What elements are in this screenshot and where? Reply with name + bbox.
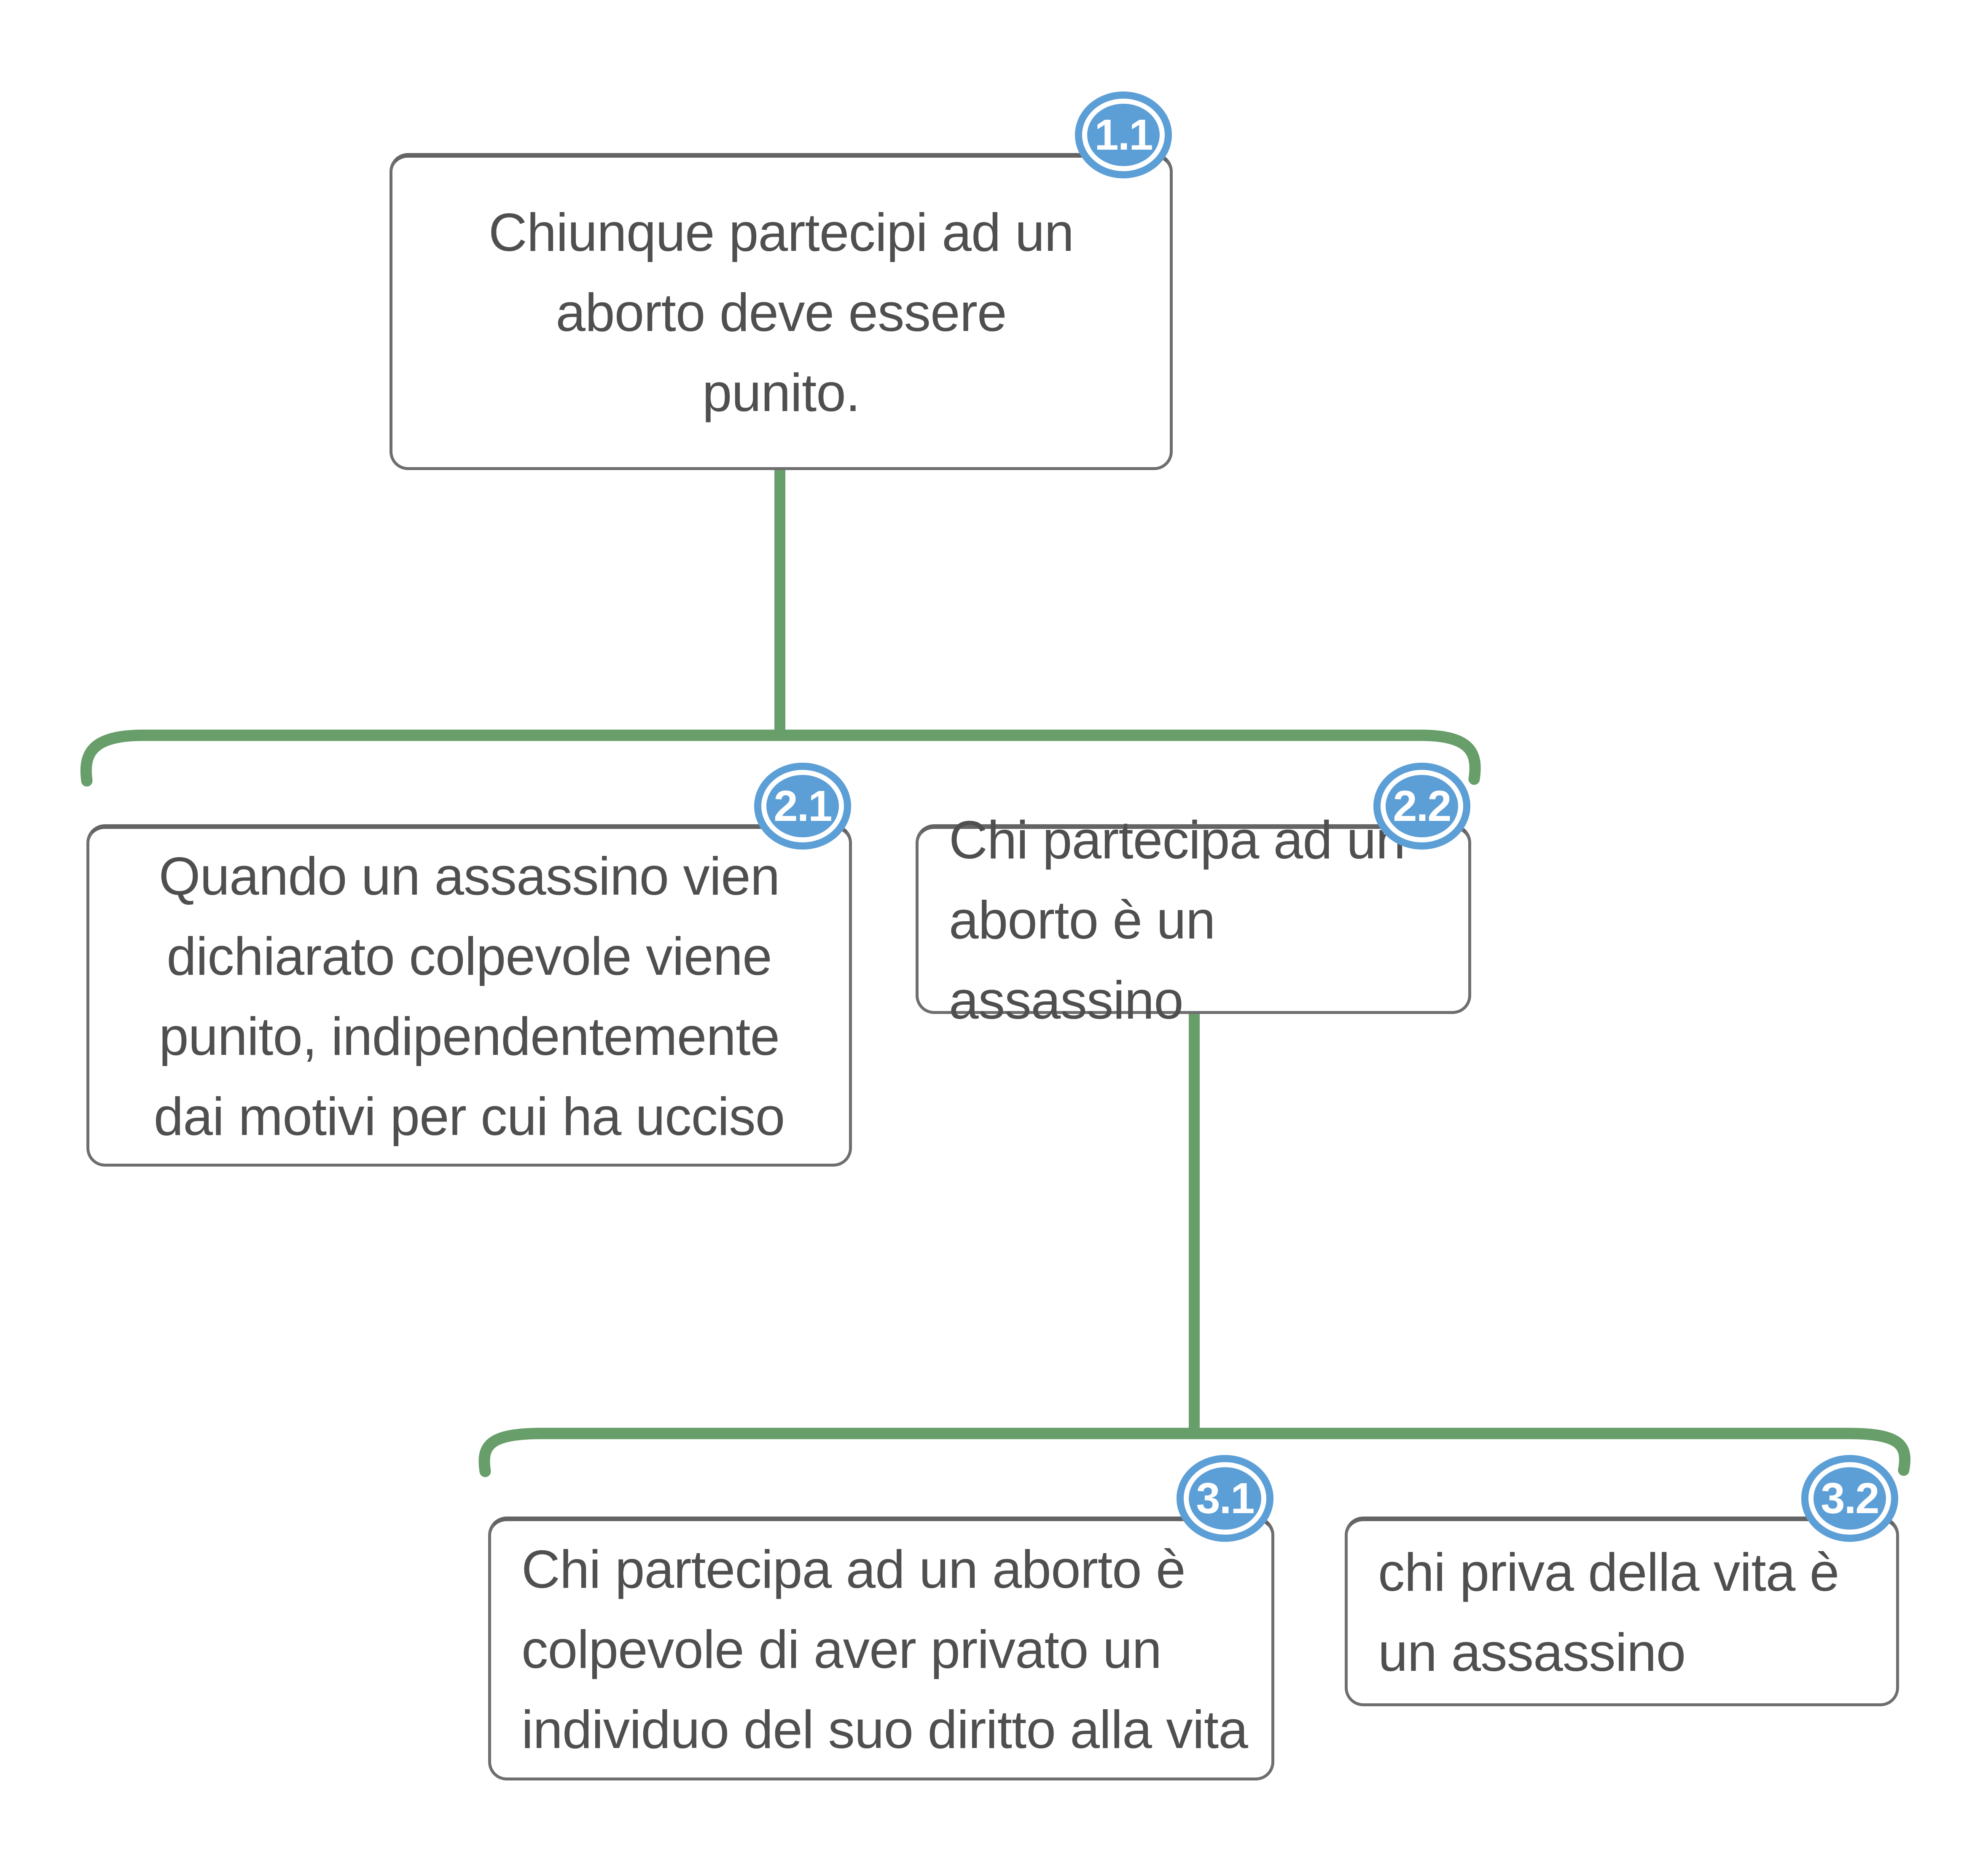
node-badge-3-1[interactable]: 3.1 — [1177, 1455, 1273, 1542]
text-line: aborto è un assassino — [949, 890, 1216, 1030]
text-line: Quando un assassino vien — [159, 846, 780, 906]
node-box-3-2[interactable]: 3.2 chi priva della vita è un assassino — [1345, 1455, 1899, 1706]
text-line: chi priva della vita è — [1378, 1542, 1839, 1602]
text-line: dichiarato colpevole viene — [167, 926, 772, 986]
node-badge-2-2[interactable]: 2.2 — [1373, 763, 1470, 850]
node-badge-2-1[interactable]: 2.1 — [754, 763, 851, 850]
text-line: colpevole di aver privato un — [521, 1619, 1162, 1679]
node-text-2-2: Chi partecipa ad un aborto è un assassin… — [919, 800, 1468, 1040]
node-box-2-2[interactable]: 2.2 Chi partecipa ad un aborto è un assa… — [916, 763, 1471, 1030]
text-line: Chi partecipa ad un — [949, 810, 1405, 870]
text-line: punito. — [702, 363, 860, 422]
node-box-3-1[interactable]: 3.1 Chi partecipa ad un aborto è colpevo… — [488, 1455, 1274, 1780]
text-line: un assassino — [1378, 1622, 1686, 1682]
text-line: dai motivi per cui ha ucciso — [153, 1086, 785, 1146]
node-text-1-1: Chiunque partecipi ad un aborto deve ess… — [392, 192, 1170, 433]
text-line: individuo del suo diritto alla vita — [521, 1700, 1248, 1759]
node-text-3-2: chi priva della vita è un assassino — [1348, 1532, 1896, 1692]
node-badge-3-2[interactable]: 3.2 — [1801, 1455, 1898, 1542]
text-line: aborto deve essere — [556, 282, 1007, 342]
node-box-1-1[interactable]: 1.1 Chiunque partecipi ad un aborto deve… — [390, 91, 1173, 470]
connector-bracket-level-2 — [80, 729, 1481, 787]
text-line: Chi partecipa ad un aborto è — [521, 1539, 1186, 1599]
connector-bracket-level-3 — [478, 1428, 1911, 1477]
node-text-2-1: Quando un assassino vien dichiarato colp… — [89, 836, 849, 1156]
text-line: Chiunque partecipi ad un — [488, 202, 1074, 262]
text-line: punito, indipendentemente — [159, 1006, 780, 1066]
node-badge-1-1[interactable]: 1.1 — [1075, 91, 1172, 178]
node-box-2-1[interactable]: 2.1 Quando un assassino vien dichiarato … — [86, 763, 852, 1167]
node-text-3-1: Chi partecipa ad un aborto è colpevole d… — [491, 1529, 1271, 1769]
